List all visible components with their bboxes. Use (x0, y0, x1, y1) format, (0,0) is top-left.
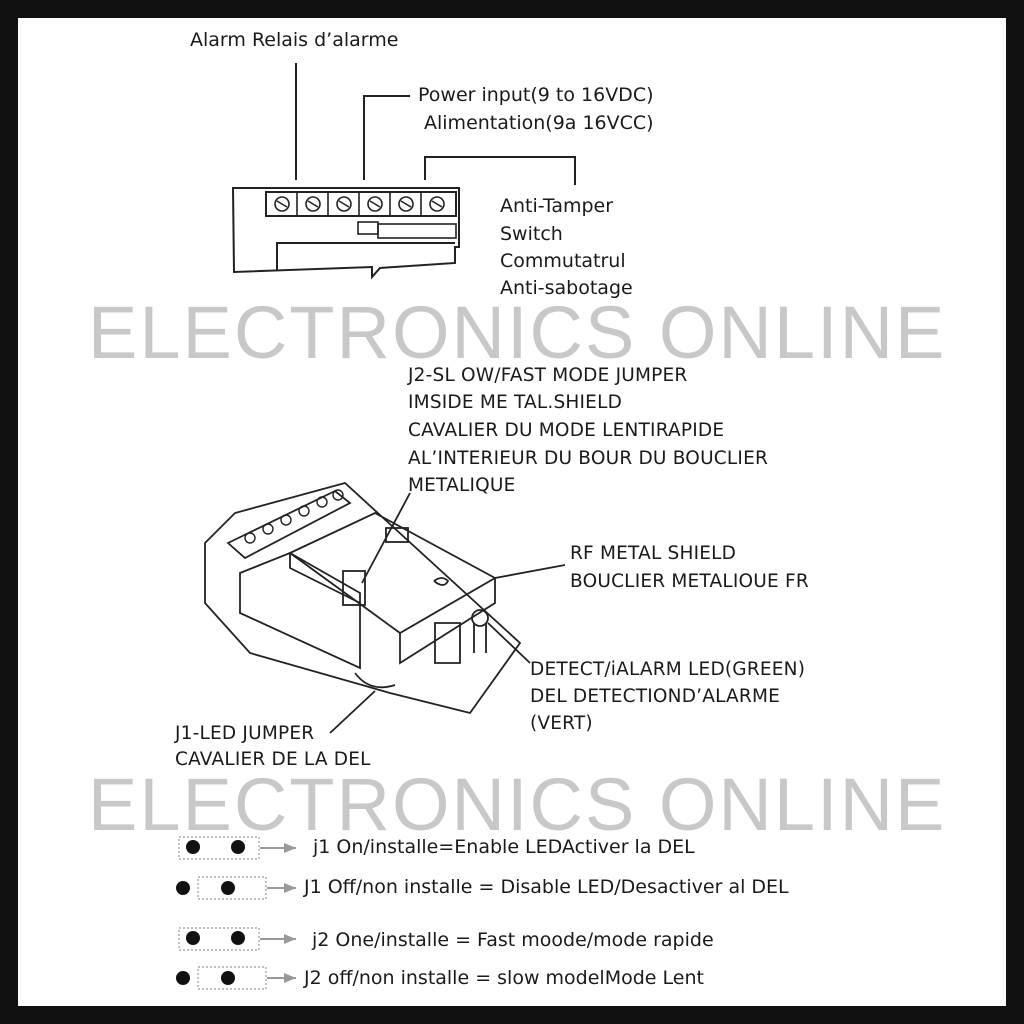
j2-label-line: J2-SL OW/FAST MODE JUMPER (408, 365, 688, 386)
jumper-setting-text: J2 off/non installe = slow modelMode Len… (304, 967, 704, 989)
tamper-label-line: Commutatrul (500, 250, 626, 272)
jumper-on-icon (178, 927, 296, 951)
jumper-off-icon (176, 966, 296, 990)
j2-label-line: METALIQUE (408, 475, 516, 496)
led-label-line: (VERT) (530, 713, 593, 734)
jumper-setting-text: J1 Off/non installe = Disable LED/Desact… (304, 876, 789, 898)
watermark: ELECTRONICS ONLINE (88, 763, 947, 846)
jumper-on-icon (178, 836, 296, 860)
tamper-label-line: Anti-sabotage (500, 277, 633, 299)
terminal-block (231, 187, 460, 280)
j2-label-line: AL’INTERIEUR DU BOUR DU BOUCLIER (408, 448, 769, 469)
j1-label-line: J1-LED JUMPER (175, 723, 315, 744)
alarm-relay-label: Alarm Relais d’alarme (190, 29, 399, 51)
watermark: ELECTRONICS ONLINE (88, 291, 947, 374)
j2-label-line: CAVALIER DU MODE LENTIRAPIDE (408, 420, 725, 441)
rf-shield-label: RF METAL SHIELD (570, 543, 737, 564)
power-input-label: Power input(9 to 16VDC) (418, 84, 654, 106)
leader-lines (295, 63, 576, 185)
rf-shield-label: BOUCLIER METALIOUE FR (570, 571, 809, 592)
led-label-line: DEL DETECTIOND’ALARME (530, 686, 780, 707)
j2-label-line: IMSIDE ME TAL.SHIELD (408, 392, 623, 413)
tamper-label-line: Switch (500, 223, 563, 245)
board-drawing (204, 482, 566, 734)
jumper-icons (176, 836, 296, 990)
diagram-sheet (18, 18, 1006, 1006)
led-label-line: DETECT/iALARM LED(GREEN) (530, 659, 806, 680)
jumper-off-icon (176, 876, 296, 900)
jumper-setting-text: j1 On/installe=Enable LEDActiver la DEL (313, 836, 695, 858)
j1-label-line: CAVALIER DE LA DEL (175, 749, 371, 770)
power-input-label-fr: Alimentation(9a 16VCC) (424, 112, 654, 134)
tamper-label-line: Anti-Tamper (500, 195, 614, 217)
jumper-setting-text: j2 One/installe = Fast moode/mode rapide (312, 929, 714, 951)
